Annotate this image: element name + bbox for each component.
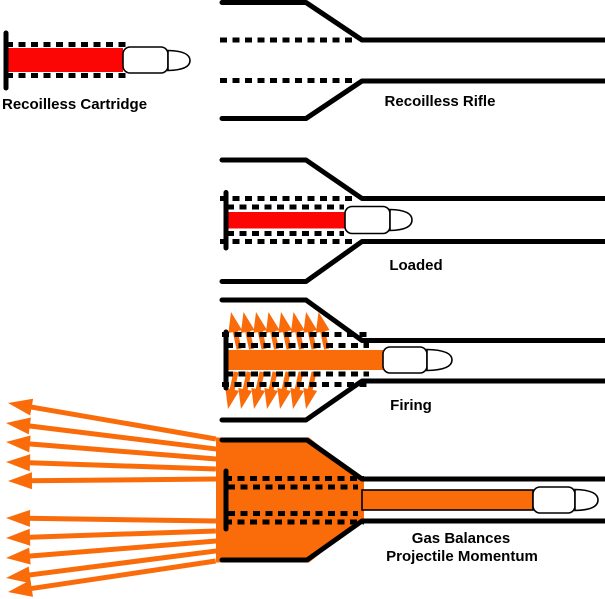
- gas-arrow: [303, 312, 318, 350]
- gas-arrow: [6, 548, 217, 584]
- loaded-outline-top: [219, 157, 605, 201]
- gas-arrow: [6, 509, 217, 527]
- firing-label: Firing: [390, 397, 432, 414]
- firing-gas-body: [226, 350, 383, 370]
- gas-arrow: [253, 312, 268, 350]
- gas-arrow: [315, 312, 330, 350]
- gas-arrow: [6, 417, 217, 452]
- cartridge-label: Recoilless Cartridge: [2, 96, 147, 113]
- balance-projectile-tip: [574, 488, 599, 512]
- gas-arrow: [240, 312, 255, 350]
- gas-arrow: [6, 538, 217, 565]
- gas-arrow: [8, 398, 217, 442]
- panel-gas-balance: Gas Balances Projectile Momentum: [6, 398, 605, 597]
- rifle-outline-bottom: [219, 78, 605, 121]
- gas-arrow: [228, 312, 243, 350]
- chamber-gas-fill: [216, 437, 364, 563]
- cartridge-case-neck: [122, 46, 169, 74]
- gas-arrow: [8, 558, 217, 597]
- gas-arrow: [8, 472, 217, 490]
- panel-loaded: Loaded: [219, 157, 605, 284]
- cartridge-propellant-body: [6, 48, 123, 72]
- firing-vent-arrows-top: [228, 312, 330, 350]
- gas-arrow: [238, 371, 253, 409]
- balance-outline-bottom: [219, 518, 605, 563]
- loaded-propellant-body: [226, 212, 345, 229]
- gas-arrow: [278, 312, 293, 350]
- panel-firing: Firing: [219, 297, 605, 423]
- gas-arrow: [265, 312, 280, 350]
- firing-outline-top: [219, 297, 605, 343]
- gas-arrow: [225, 371, 240, 409]
- rifle-outline-top: [219, 0, 605, 43]
- backblast-arrows-top: [6, 398, 217, 490]
- barrel-gas-column: [361, 489, 534, 511]
- backblast-arrows-bottom: [6, 509, 217, 597]
- gas-arrow: [6, 454, 216, 472]
- bullet-tip: [167, 49, 191, 72]
- gas-arrow: [6, 528, 216, 546]
- gas-arrow: [6, 435, 217, 462]
- firing-outline-bottom: [219, 378, 605, 423]
- panel-recoilless-cartridge: Recoilless Cartridge: [2, 30, 191, 113]
- balance-label-line1: Gas Balances: [412, 530, 510, 547]
- balance-projectile-base: [532, 486, 576, 514]
- panel-recoilless-rifle: Recoilless Rifle: [219, 0, 605, 121]
- loaded-bullet-tip: [389, 208, 413, 232]
- loaded-label: Loaded: [389, 257, 442, 274]
- loaded-outline-bottom: [219, 239, 605, 284]
- balance-outline-top: [219, 437, 605, 482]
- balance-label-line2: Projectile Momentum: [386, 548, 538, 565]
- firing-projectile-base: [382, 346, 428, 374]
- firing-projectile-tip: [426, 348, 453, 372]
- gas-arrow: [290, 312, 305, 350]
- rifle-label: Recoilless Rifle: [385, 93, 496, 110]
- loaded-case-neck: [344, 205, 391, 235]
